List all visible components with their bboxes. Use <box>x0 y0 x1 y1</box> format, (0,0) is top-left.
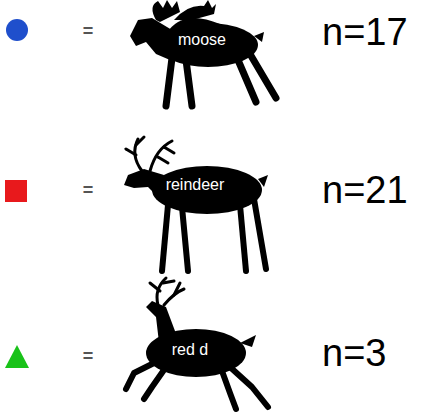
silhouette-limb <box>163 281 174 283</box>
animal-node: moose <box>130 0 285 112</box>
label-holder: = <box>83 180 94 200</box>
animal-node: red d <box>118 275 273 413</box>
blue-circle-symbol <box>6 19 28 41</box>
silhouette-limb <box>222 371 236 409</box>
animal-name: red d <box>170 341 210 359</box>
text-holder: moose <box>176 31 228 49</box>
equals-sign: = <box>83 180 94 200</box>
silhouette-limb <box>150 283 160 291</box>
equals-sign: = <box>83 21 94 41</box>
silhouette-limb <box>136 137 144 145</box>
silhouette-limb <box>174 283 180 295</box>
count-label: n=3 <box>322 332 386 374</box>
silhouette-limb <box>164 289 184 305</box>
text-holder: reindeer <box>164 176 227 194</box>
silhouette-limb <box>166 58 172 106</box>
silhouette-limb <box>126 149 136 155</box>
label-holder: = <box>83 21 94 41</box>
silhouette-limb <box>144 367 166 399</box>
silhouette-part <box>130 18 180 60</box>
silhouette-limb <box>240 205 246 271</box>
equals-sign: = <box>83 346 94 366</box>
silhouette-part <box>240 335 256 347</box>
count-label: n=17 <box>322 11 408 53</box>
silhouette-limb <box>164 147 174 153</box>
silhouette-limb <box>150 141 172 171</box>
silhouette-limb <box>254 199 266 269</box>
animal-name: reindeer <box>164 176 227 194</box>
reindeer-silhouette <box>122 135 272 277</box>
green-triangle-symbol <box>5 345 29 368</box>
silhouette-limb <box>162 205 168 271</box>
label-holder: n=3 <box>322 332 386 374</box>
silhouette-limb <box>158 157 168 163</box>
red-square-symbol <box>5 180 27 202</box>
silhouette-limb <box>182 207 188 271</box>
silhouette-limb <box>186 60 192 106</box>
animal-node: reindeer <box>122 135 272 277</box>
silhouette-limb <box>250 54 276 98</box>
count-label: n=21 <box>322 169 408 211</box>
silhouette-part <box>174 0 216 20</box>
label-holder: n=21 <box>322 169 408 211</box>
label-holder: = <box>83 346 94 366</box>
silhouette-part <box>254 32 264 42</box>
text-holder: red d <box>170 341 210 359</box>
silhouette-part <box>258 175 268 187</box>
moose-silhouette <box>130 0 285 112</box>
silhouette-part <box>124 169 164 199</box>
label-holder: n=17 <box>322 11 408 53</box>
animal-name: moose <box>176 31 228 49</box>
